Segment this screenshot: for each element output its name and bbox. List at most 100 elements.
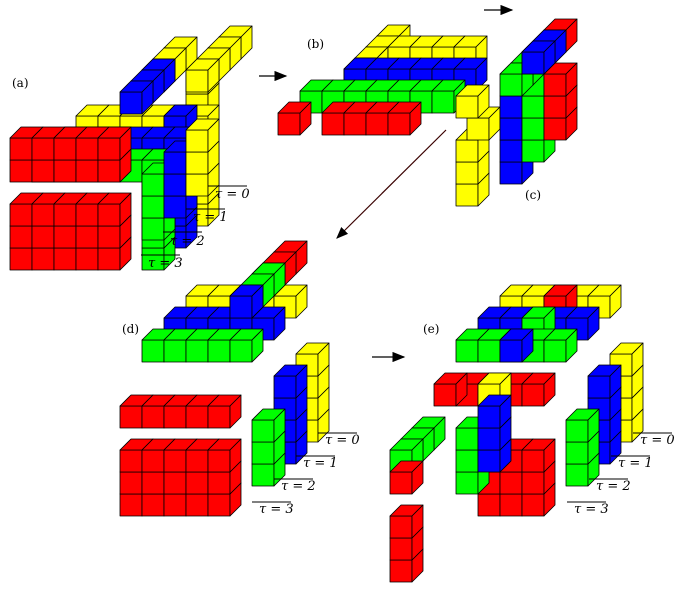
a-green-col-2-front: [141, 173, 165, 197]
tau-label-d-0: τ = 0: [325, 433, 360, 448]
a-blue-col-1-front: [163, 173, 187, 197]
e-bcol-left-2-front: [477, 405, 501, 429]
a-toprod-y2-0-side: [207, 58, 220, 93]
d-red-upper-0-3-front: [185, 405, 209, 429]
e-r-left-top-side: [411, 460, 424, 495]
b-rrow-3-front: [387, 112, 411, 136]
tau-label-e-1: τ = 1: [618, 456, 653, 471]
d-red-lower-2-2-front: [163, 449, 187, 473]
e-rcol-left-1-front: [389, 537, 413, 561]
e-gcol-left-2-front: [455, 427, 479, 451]
c-ycol-low-0-front: [455, 183, 479, 207]
d-red-lower-0-1-front: [141, 493, 165, 517]
c-bcol-1-front: [499, 139, 523, 163]
a-red-lower-0-2-front: [53, 247, 77, 271]
a-red-lower-2-1-front: [31, 203, 55, 227]
panel-label-e: (e): [423, 322, 439, 336]
d-red-lower-2-0-front: [119, 449, 143, 473]
e-rcol-left-2-side: [411, 504, 424, 539]
a-blue-col-2-front: [163, 151, 187, 175]
e-yrow-4-side: [609, 284, 622, 319]
d-red-lower-2-1-front: [141, 449, 165, 473]
c-ycol-low-1-front: [455, 161, 479, 185]
d-red-lower-1-1-front: [141, 471, 165, 495]
a-red-lower-1-0-front: [9, 225, 33, 249]
e-red-lower-1-2-front: [521, 471, 545, 495]
panel-label-d: (d): [122, 322, 139, 336]
a-red-lower-0-4-front: [97, 247, 121, 271]
a-red-lower-0-3-front: [75, 247, 99, 271]
d-red-upper-0-4-front: [207, 405, 231, 429]
d-bcol-3-front: [273, 375, 297, 399]
d-red-lower-0-2-front: [163, 493, 187, 517]
c-rcol-2-front: [543, 73, 567, 97]
a-red-upper-0-4-front: [97, 159, 121, 183]
e-gcol-2-side: [587, 408, 600, 443]
d-red-lower-2-4-front: [207, 449, 231, 473]
d-red-upper-0-1-front: [141, 405, 165, 429]
d-red-lower-2-3-front: [185, 449, 209, 473]
b-rrow-1-front: [343, 112, 367, 136]
c-bcol-3-front: [499, 95, 523, 119]
a-red-upper-0-1-front: [31, 159, 55, 183]
panel-label-a: (a): [12, 76, 29, 90]
c-bcol-2-front: [499, 117, 523, 141]
a-red-upper-1-0-front: [9, 137, 33, 161]
d-red-lower-0-4-front: [207, 493, 231, 517]
e-brow-4-side: [587, 306, 600, 341]
tau-label-e-3: τ = 3: [574, 502, 609, 517]
a-red-lower-2-0-front: [9, 203, 33, 227]
c-rcol-1-front: [543, 95, 567, 119]
c-ycol-low-2-front: [455, 139, 479, 163]
a-yellow-col-1-front: [185, 151, 209, 175]
c-gcol-1-front: [521, 117, 545, 141]
e-red-upper-0-3-front: [521, 383, 545, 407]
tau-label-a-1: τ = 1: [193, 210, 228, 225]
a-red-lower-0-1-front: [31, 247, 55, 271]
cube-layer: [9, 18, 644, 583]
d-layer1-4-side: [273, 306, 286, 341]
c-grod-0-front: [499, 73, 523, 97]
c-gcol-0-front: [521, 139, 545, 163]
tau-label-d-1: τ = 1: [303, 456, 338, 471]
d-red-lower-1-2-front: [163, 471, 187, 495]
a-red-lower-1-4-front: [97, 225, 121, 249]
b-rrow-2-front: [365, 112, 389, 136]
e-red-lower-2-2-side: [543, 438, 556, 473]
c-brod-0-side: [543, 40, 556, 75]
e-b-in-g-side: [521, 328, 534, 363]
a-red-upper-1-3-front: [75, 137, 99, 161]
d-layer2-4-front: [229, 339, 253, 363]
b-grow2-4-front: [431, 90, 455, 114]
e-gcol-0-front: [565, 463, 589, 487]
e-red-lower-0-2-front: [521, 493, 545, 517]
d-layer2-0-front: [141, 339, 165, 363]
a-blue-col-0-front: [163, 195, 187, 219]
e-gcol-1-front: [565, 441, 589, 465]
d-red-upper-0-0-front: [119, 405, 143, 429]
d-bcol-3-side: [295, 364, 308, 399]
a-red-upper-1-4-front: [97, 137, 121, 161]
d-layer2-3-front: [207, 339, 231, 363]
panel-label-b: (b): [307, 37, 324, 51]
a-yellow-col-2-side: [207, 118, 220, 153]
e-rcol-left-2-front: [389, 515, 413, 539]
a-red-lower-0-0-front: [9, 247, 33, 271]
e-grow-0-front: [455, 339, 479, 363]
e-bcol-3-side: [609, 364, 622, 399]
e-grow-1-front: [477, 339, 501, 363]
tau-label-d-3: τ = 3: [259, 502, 294, 517]
e-bcol-left-1-front: [477, 427, 501, 451]
c-y-mid-front: [466, 117, 490, 141]
e-gcol-2-front: [565, 419, 589, 443]
e-red-upper-left-front: [433, 383, 457, 407]
tau-label-e-0: τ = 0: [640, 433, 675, 448]
e-ycol-3-side: [631, 342, 644, 377]
d-red-lower-1-4-front: [207, 471, 231, 495]
a-red-upper-1-2-front: [53, 137, 77, 161]
a-red-lower-1-2-front: [53, 225, 77, 249]
d-ycol-3-side: [317, 342, 330, 377]
a-green-col-0-front: [141, 217, 165, 241]
arrow-c-to-d: [336, 129, 447, 239]
